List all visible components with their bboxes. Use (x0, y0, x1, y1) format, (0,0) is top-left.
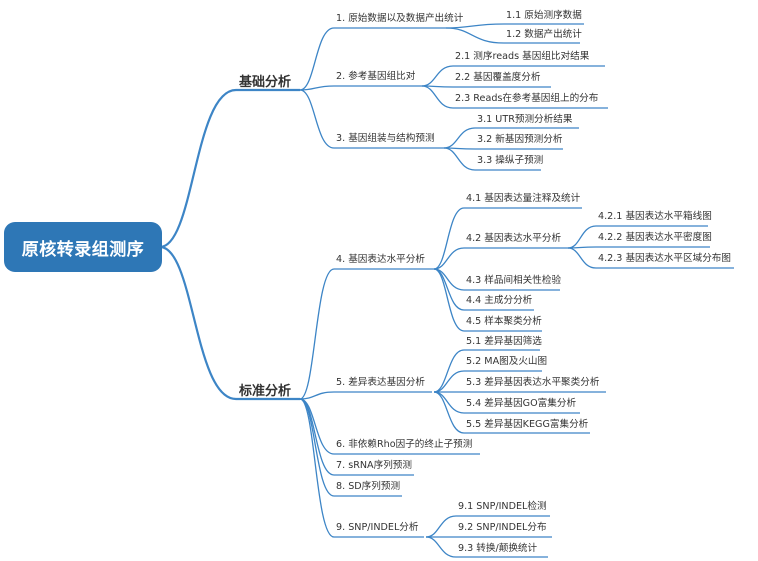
edge-4-1 (433, 207, 582, 270)
node-3-2[interactable]: 3.2 新基因预测分析 (477, 134, 563, 145)
node-4[interactable]: 4. 基因表达水平分析 (336, 254, 425, 265)
root-node[interactable]: 原核转录组测序 (4, 222, 162, 272)
node-2-1[interactable]: 2.1 测序reads 基因组比对结果 (455, 51, 590, 62)
edge-root-standard (159, 245, 300, 401)
branch-standard-analysis[interactable]: 标准分析 (239, 384, 292, 399)
node-4-4[interactable]: 4.4 主成分分析 (466, 295, 533, 306)
edge-3-1 (443, 127, 579, 149)
node-5-4[interactable]: 5.4 差异基因GO富集分析 (466, 398, 577, 409)
node-1-2[interactable]: 1.2 数据产出统计 (506, 29, 582, 40)
root-label: 原核转录组测序 (21, 239, 145, 260)
branch-basic-analysis[interactable]: 基础分析 (239, 75, 292, 90)
edge-1-1 (445, 23, 584, 29)
node-2-3[interactable]: 2.3 Reads在参考基因组上的分布 (455, 93, 599, 104)
node-5-1[interactable]: 5.1 差异基因筛选 (466, 336, 542, 347)
node-9-1[interactable]: 9.1 SNP/INDEL检测 (458, 501, 547, 512)
edge-4-2 (433, 247, 568, 270)
edge-standard-4 (299, 268, 434, 400)
edge-2-2 (421, 85, 551, 88)
edge-3-2 (443, 147, 563, 150)
node-4-2[interactable]: 4.2 基因表达水平分析 (466, 233, 562, 244)
node-4-1[interactable]: 4.1 基因表达量注释及统计 (466, 193, 581, 204)
edge-2-1 (421, 65, 605, 87)
node-9-3[interactable]: 9.3 转换/颠换统计 (458, 543, 538, 554)
node-4-3[interactable]: 4.3 样品间相关性检验 (466, 275, 562, 286)
node-5-3[interactable]: 5.3 差异基因表达水平聚类分析 (466, 377, 600, 388)
node-4-2-1[interactable]: 4.2.1 基因表达水平箱线图 (598, 211, 712, 222)
node-5-2[interactable]: 5.2 MA图及火山图 (466, 356, 548, 367)
edge-9-3 (425, 536, 548, 558)
edge-5-1 (433, 349, 540, 393)
node-3-1[interactable]: 3.1 UTR预测分析结果 (477, 114, 573, 125)
node-1-1[interactable]: 1.1 原始测序数据 (506, 10, 582, 21)
node-9-2[interactable]: 9.2 SNP/INDEL分布 (458, 522, 547, 533)
edge-basic-2 (299, 85, 422, 91)
node-8[interactable]: 8. SD序列预测 (336, 481, 401, 492)
edge-9-1 (425, 515, 550, 538)
node-4-5[interactable]: 4.5 样本聚类分析 (466, 316, 542, 327)
edge-1-2 (445, 27, 580, 44)
node-5-5[interactable]: 5.5 差异基因KEGG富集分析 (466, 419, 589, 430)
edge-4-2-1 (567, 225, 708, 249)
node-4-2-3[interactable]: 4.2.3 基因表达水平区域分布图 (598, 253, 731, 264)
edge-standard-9 (299, 398, 424, 538)
edge-basic-3 (299, 89, 444, 149)
node-4-2-2[interactable]: 4.2.2 基因表达水平密度图 (598, 232, 712, 243)
node-6[interactable]: 6. 非依赖Rho因子的终止子预测 (336, 439, 473, 450)
edge-3-3 (443, 147, 541, 171)
edge-5-5 (433, 391, 590, 434)
node-9[interactable]: 9. SNP/INDEL分析 (336, 522, 419, 533)
edge-root-basic (159, 88, 300, 249)
node-3[interactable]: 3. 基因组装与结构预测 (336, 133, 435, 144)
edge-basic-1 (299, 27, 446, 91)
node-2-2[interactable]: 2.2 基因覆盖度分析 (455, 72, 541, 83)
node-5[interactable]: 5. 差异表达基因分析 (336, 377, 425, 388)
node-1[interactable]: 1. 原始数据以及数据产出统计 (336, 13, 464, 24)
edge-4-2-2 (567, 246, 710, 249)
edge-4-2-3 (567, 247, 734, 269)
edge-standard-5 (299, 391, 432, 400)
node-7[interactable]: 7. sRNA序列预测 (336, 460, 412, 471)
edge-2-3 (421, 85, 608, 109)
edge-4-5 (433, 268, 542, 332)
edge-5-2 (433, 370, 542, 393)
node-2[interactable]: 2. 参考基因组比对 (336, 71, 416, 82)
node-3-3[interactable]: 3.3 操纵子预测 (477, 155, 544, 166)
